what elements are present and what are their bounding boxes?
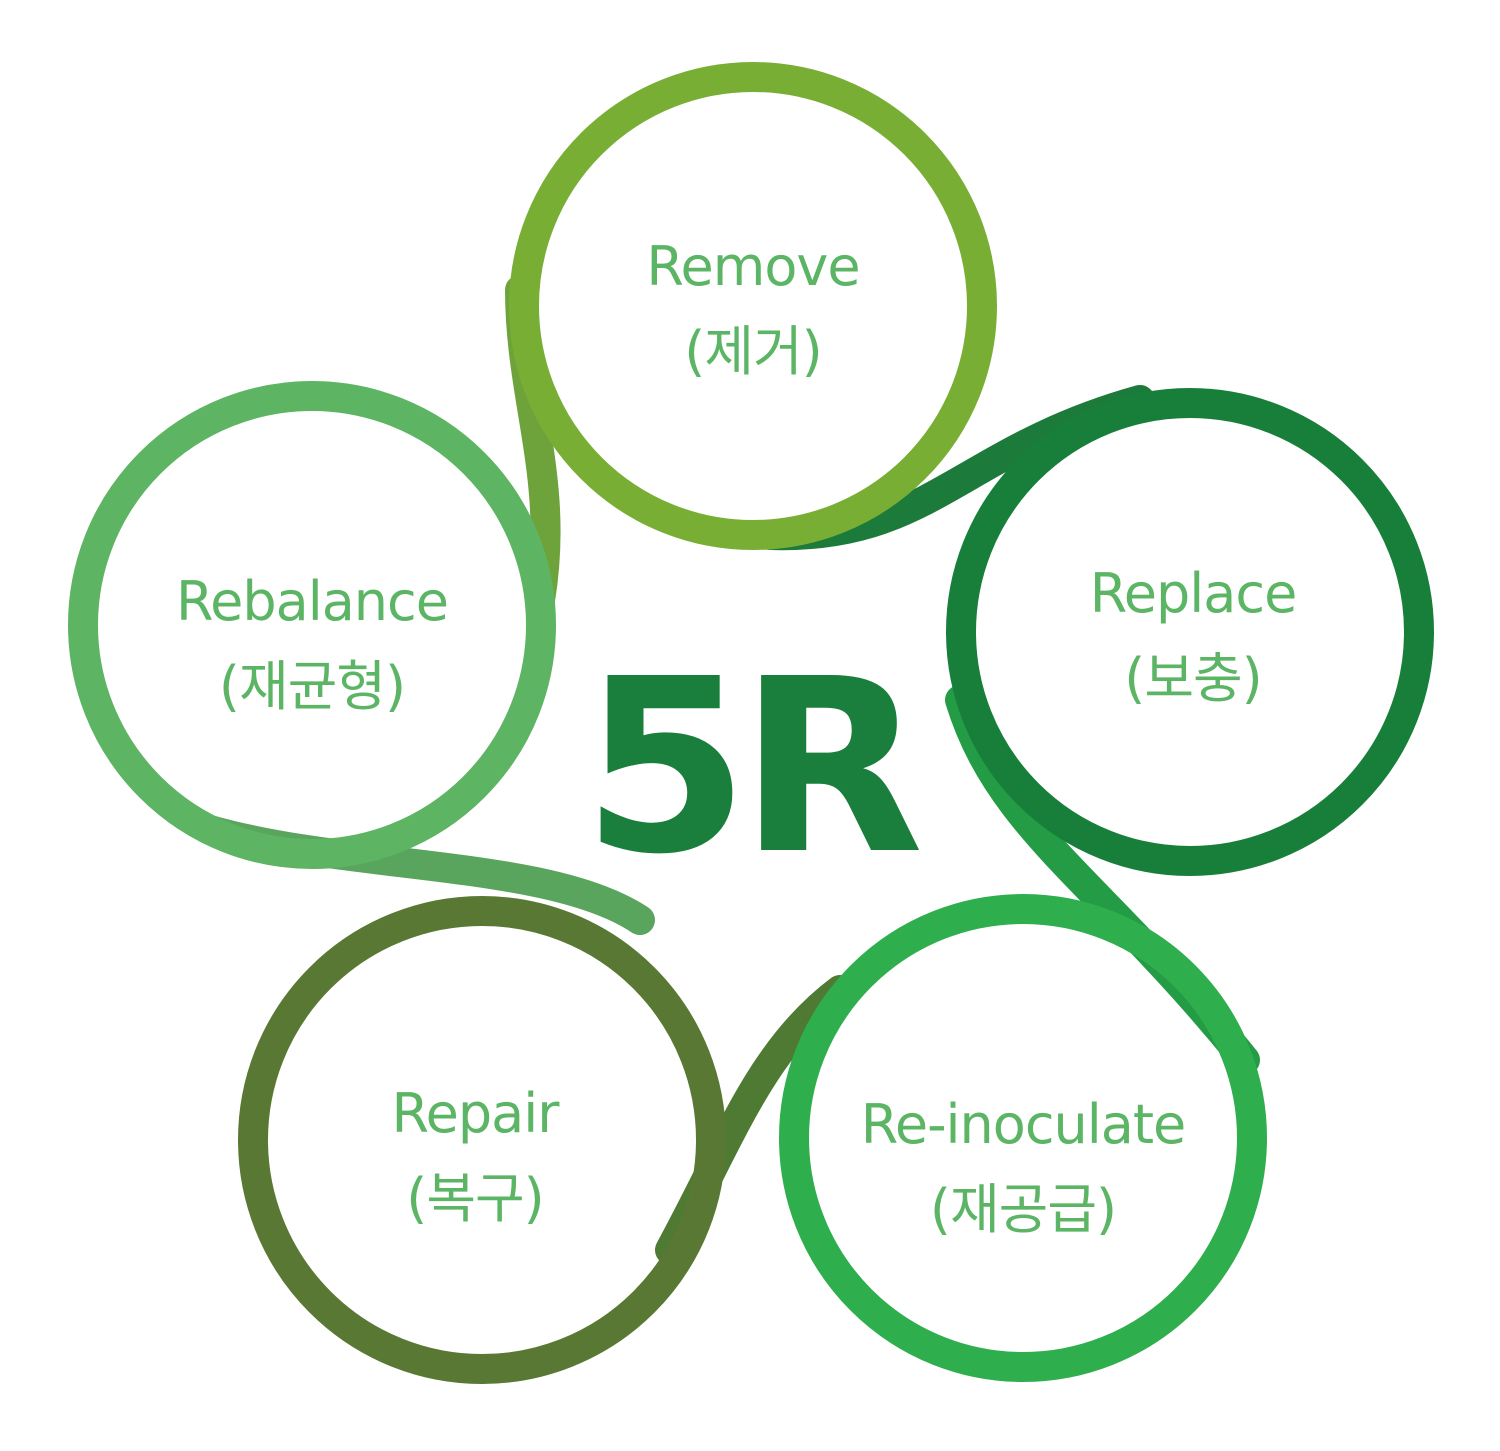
repair-ring bbox=[238, 896, 726, 1384]
repair-korean-label: (복구) bbox=[406, 1167, 544, 1230]
remove-label: Remove bbox=[646, 235, 859, 298]
remove-ring bbox=[509, 62, 997, 550]
rebalance-korean-label: (재균형) bbox=[219, 655, 405, 718]
replace-ring bbox=[946, 388, 1434, 876]
replace-label: Replace bbox=[1090, 562, 1297, 625]
repair-label: Repair bbox=[392, 1082, 561, 1145]
remove-korean-label: (제거) bbox=[684, 320, 822, 383]
reinoculate-korean-label: (재공급) bbox=[930, 1178, 1116, 1241]
replace-korean-label: (보충) bbox=[1124, 647, 1262, 710]
center-title: 5R bbox=[582, 627, 919, 907]
reinoculate-label: Re-inoculate bbox=[861, 1093, 1185, 1156]
rebalance-label: Rebalance bbox=[176, 570, 448, 633]
reinoculate-ring bbox=[779, 894, 1267, 1382]
rebalance-ring bbox=[68, 381, 556, 869]
